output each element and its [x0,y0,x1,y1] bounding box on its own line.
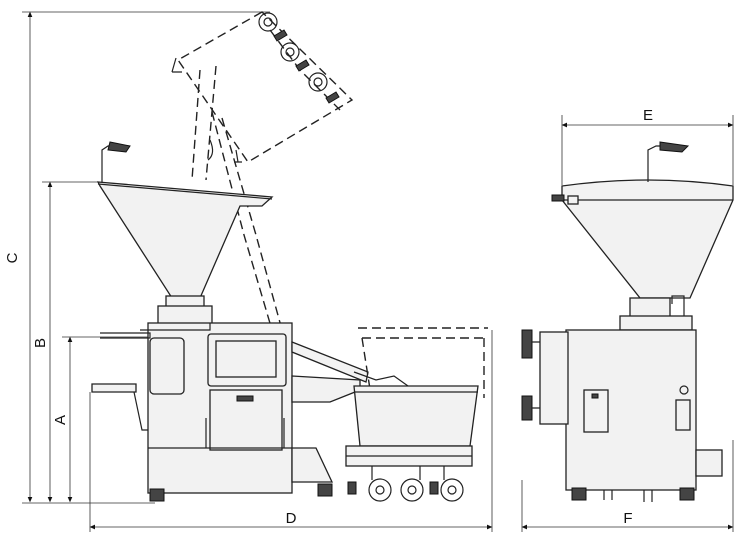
trolley-tub [353,385,479,447]
front-side-drive [539,331,569,425]
side-door [149,337,185,395]
dim-label-e: E [643,107,653,124]
side-tray [91,383,137,393]
foot-right [317,483,333,497]
front-view [521,141,734,502]
dim-label-d: D [286,510,297,527]
trolley-wheels [347,466,464,502]
lift-base [291,375,361,403]
front-hopper [561,179,734,299]
dim-label-b: B [32,338,49,348]
lift-arm [291,341,369,383]
front-top-plate [619,315,693,331]
front-hopper-collar [629,297,671,319]
control-screen [215,340,277,378]
rear-leg [291,447,334,483]
dim-label-f: F [623,510,632,527]
raised-hopper-outline [171,11,354,331]
side-view [91,11,488,502]
dim-label-a: A [52,415,69,425]
hopper-collar [157,305,213,325]
hatch-handle [236,395,254,402]
dimension-lines [22,11,734,532]
dim-label-c: C [4,252,21,263]
foot-left [149,488,165,502]
front-side-box [695,449,723,477]
front-hopper-valve [551,194,565,202]
front-lever [675,399,691,431]
